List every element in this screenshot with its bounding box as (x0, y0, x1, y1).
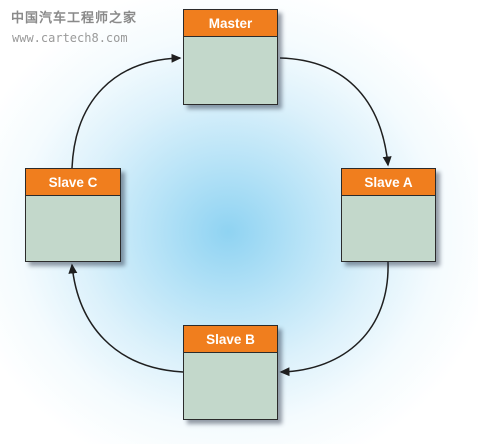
watermark-logo-text: 中国汽车工程师之家 (11, 11, 138, 26)
slave-c-node: Slave C (25, 168, 121, 262)
master-node-label: Master (184, 10, 277, 37)
watermark: 中国汽车工程师之家 www.cartech8.com (11, 7, 171, 47)
connector-master-to-slave-a (279, 57, 392, 167)
connector-slave-b-to-slave-c (68, 263, 184, 373)
slave-b-node: Slave B (183, 325, 278, 420)
slave-a-node-label: Slave A (342, 169, 435, 196)
connector-slave-a-to-slave-b (279, 261, 389, 377)
connector-slave-c-to-master (71, 53, 182, 169)
slave-c-node-label: Slave C (26, 169, 120, 196)
slave-b-node-label: Slave B (184, 326, 277, 353)
watermark-url: www.cartech8.com (12, 31, 128, 45)
master-node: Master (183, 9, 278, 105)
slave-a-node: Slave A (341, 168, 436, 262)
